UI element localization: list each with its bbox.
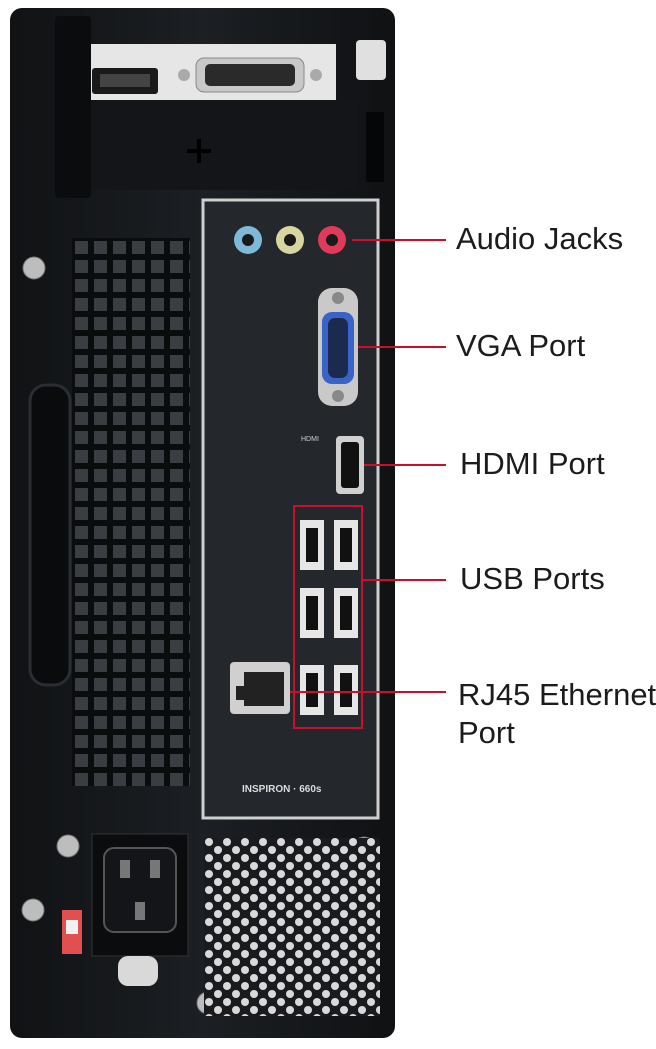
handle xyxy=(28,383,72,687)
rj45-port xyxy=(230,662,290,714)
usb-ports xyxy=(300,520,358,715)
expansion-slot xyxy=(55,16,386,198)
pc-rear-diagram: HDMI INSPIRON · 660s xyxy=(10,8,446,1038)
screw xyxy=(22,256,46,280)
model-label: INSPIRON · 660s xyxy=(242,784,322,795)
vent-grill xyxy=(72,238,190,786)
callouts xyxy=(290,239,446,729)
screw xyxy=(21,898,45,922)
label-rj45-port: RJ45 Ethernet Port xyxy=(458,676,656,752)
label-vga-port: VGA Port xyxy=(456,328,586,363)
label-hdmi-port: HDMI Port xyxy=(460,446,605,481)
audio-jacks xyxy=(234,226,346,254)
fan-vent xyxy=(204,838,380,1016)
power-supply xyxy=(62,833,189,986)
label-rj45-line1: RJ45 Ethernet xyxy=(458,677,656,712)
hdmi-mark: HDMI xyxy=(301,436,319,443)
screw xyxy=(56,834,80,858)
label-audio-jacks: Audio Jacks xyxy=(456,221,624,256)
hdmi-port: HDMI xyxy=(301,436,364,494)
vga-port xyxy=(318,288,358,406)
label-rj45-line2: Port xyxy=(458,715,515,750)
label-usb-ports: USB Ports xyxy=(460,561,605,596)
